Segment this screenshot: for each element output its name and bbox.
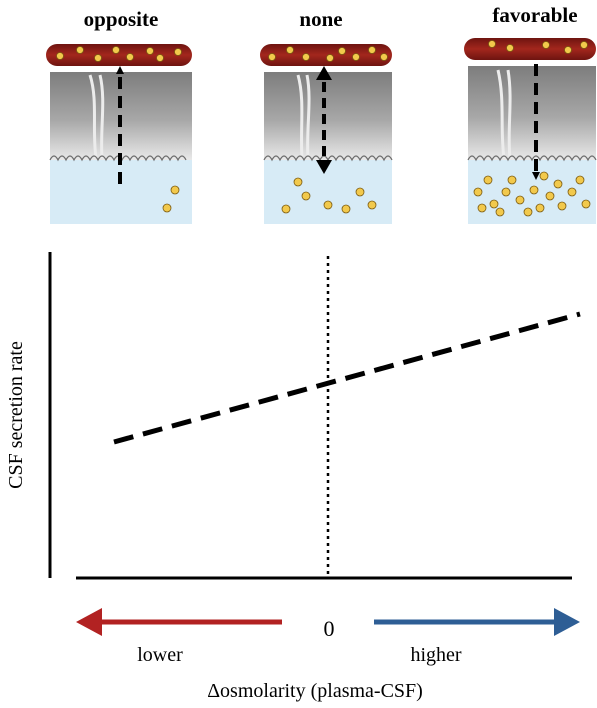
panel-favorable: favorable <box>464 3 597 224</box>
tight-junction <box>88 74 105 159</box>
solute-particles <box>268 46 388 214</box>
panel-opposite: opposite <box>46 7 192 224</box>
panel-title-opposite: opposite <box>84 7 159 31</box>
csf-compartment <box>50 160 192 224</box>
higher-arrow-head <box>554 608 580 636</box>
csf-compartment <box>264 160 392 224</box>
osmolarity-scale: 0 lower higher Δosmolarity (plasma-CSF) <box>76 608 580 702</box>
trend-line <box>113 311 581 445</box>
microvilli <box>467 155 597 162</box>
lower-arrow-head <box>76 608 102 636</box>
panel-none: none <box>260 7 393 224</box>
tight-junction <box>496 69 512 159</box>
blood-vessel <box>464 38 596 60</box>
plot: CSF secretion rate <box>5 252 581 580</box>
panel-title-favorable: favorable <box>492 3 577 27</box>
panel-title-none: none <box>299 7 342 31</box>
epithelium-tissue <box>468 66 596 160</box>
zero-label: 0 <box>324 616 335 641</box>
tight-junction <box>296 74 311 159</box>
arrowhead-up <box>316 66 332 80</box>
epithelium-tissue <box>264 72 392 160</box>
solute-particles <box>473 40 591 217</box>
blood-vessel <box>46 44 192 66</box>
higher-label: higher <box>410 644 461 666</box>
arrowhead-down <box>316 160 332 174</box>
y-axis-label: CSF secretion rate <box>5 341 27 489</box>
solute-particles <box>56 46 182 213</box>
lower-label: lower <box>137 644 183 666</box>
x-axis-label: Δosmolarity (plasma-CSF) <box>207 680 423 702</box>
